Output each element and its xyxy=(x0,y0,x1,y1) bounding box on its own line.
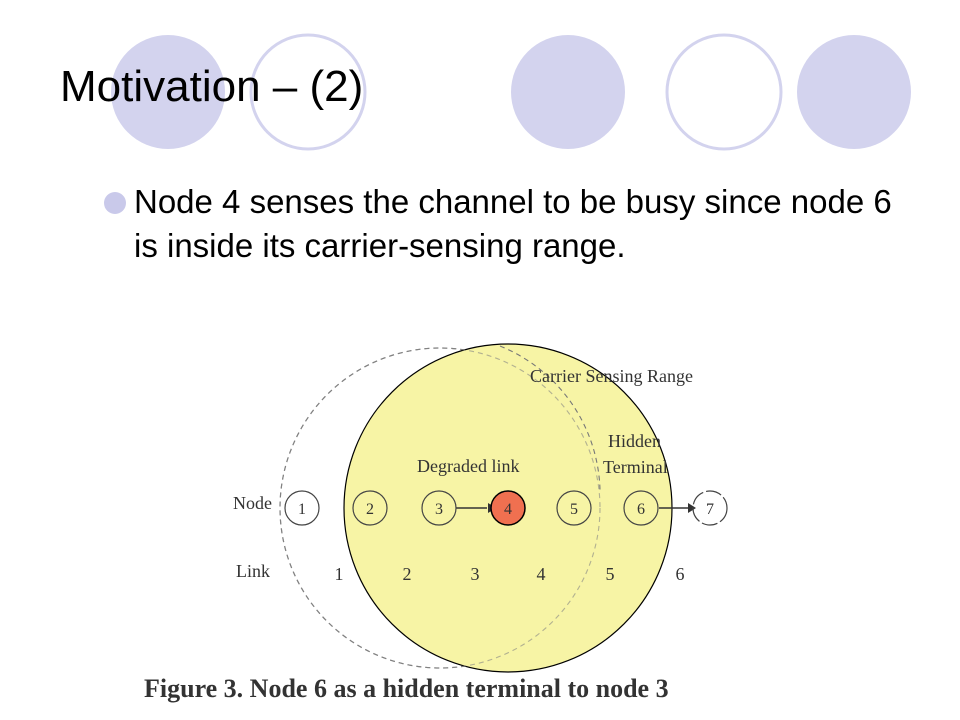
nodes-layer: 1 2 3 4 5 6 7 xyxy=(284,490,728,526)
link-label-4: 4 xyxy=(537,564,546,584)
node-1: 1 xyxy=(284,490,320,526)
arrowhead-icon xyxy=(688,503,696,513)
figure-caption: Figure 3. Node 6 as a hidden terminal to… xyxy=(144,674,669,703)
deco-circle-3 xyxy=(511,35,625,149)
node-row-label: Node xyxy=(233,493,272,513)
bullet-item: Node 4 senses the channel to be busy sin… xyxy=(104,180,924,268)
bullet-dot-icon xyxy=(104,192,126,214)
node-2: 2 xyxy=(352,490,388,526)
carrier-range-arc xyxy=(499,345,601,491)
links-layer: 1 2 3 4 5 6 xyxy=(335,564,685,584)
carrier-range-right xyxy=(279,347,601,669)
link-label-3: 3 xyxy=(471,564,480,584)
node-label: 2 xyxy=(366,501,374,518)
deco-circle-5 xyxy=(797,35,911,149)
bullet-text: Node 4 senses the channel to be busy sin… xyxy=(134,183,892,264)
terminal-label: Terminal xyxy=(603,457,668,477)
node-circle xyxy=(556,490,592,526)
node-circle xyxy=(490,490,526,526)
node-3: 3 xyxy=(421,490,457,526)
node-6: 6 xyxy=(623,490,659,526)
node-circle xyxy=(692,490,728,526)
node-label: 7 xyxy=(706,501,714,518)
node-circle xyxy=(623,490,659,526)
link-label-6: 6 xyxy=(676,564,685,584)
node-5: 5 xyxy=(556,490,592,526)
degraded-link-label: Degraded link xyxy=(417,456,519,476)
node-label: 4 xyxy=(504,501,512,518)
node-label: 6 xyxy=(637,501,645,518)
link-label-1: 1 xyxy=(335,564,344,584)
node-4: 4 xyxy=(490,490,526,526)
node-circle xyxy=(284,490,320,526)
link-label-5: 5 xyxy=(606,564,615,584)
node-circle xyxy=(421,490,457,526)
node-label: 1 xyxy=(298,501,306,518)
node-label: 5 xyxy=(570,501,578,518)
deco-circle-1 xyxy=(111,35,225,149)
deco-circle-4 xyxy=(665,33,783,151)
node-circle xyxy=(352,490,388,526)
carrier-sensing-label: Carrier Sensing Range xyxy=(530,366,693,386)
link-row-label: Link xyxy=(236,561,270,581)
node-label: 3 xyxy=(435,501,443,518)
node-7: 7 xyxy=(692,490,728,526)
deco-circle-2 xyxy=(249,33,367,151)
link-label-2: 2 xyxy=(403,564,412,584)
slide-title: Motivation – (2) xyxy=(60,62,364,111)
hidden-label: Hidden xyxy=(608,431,661,451)
